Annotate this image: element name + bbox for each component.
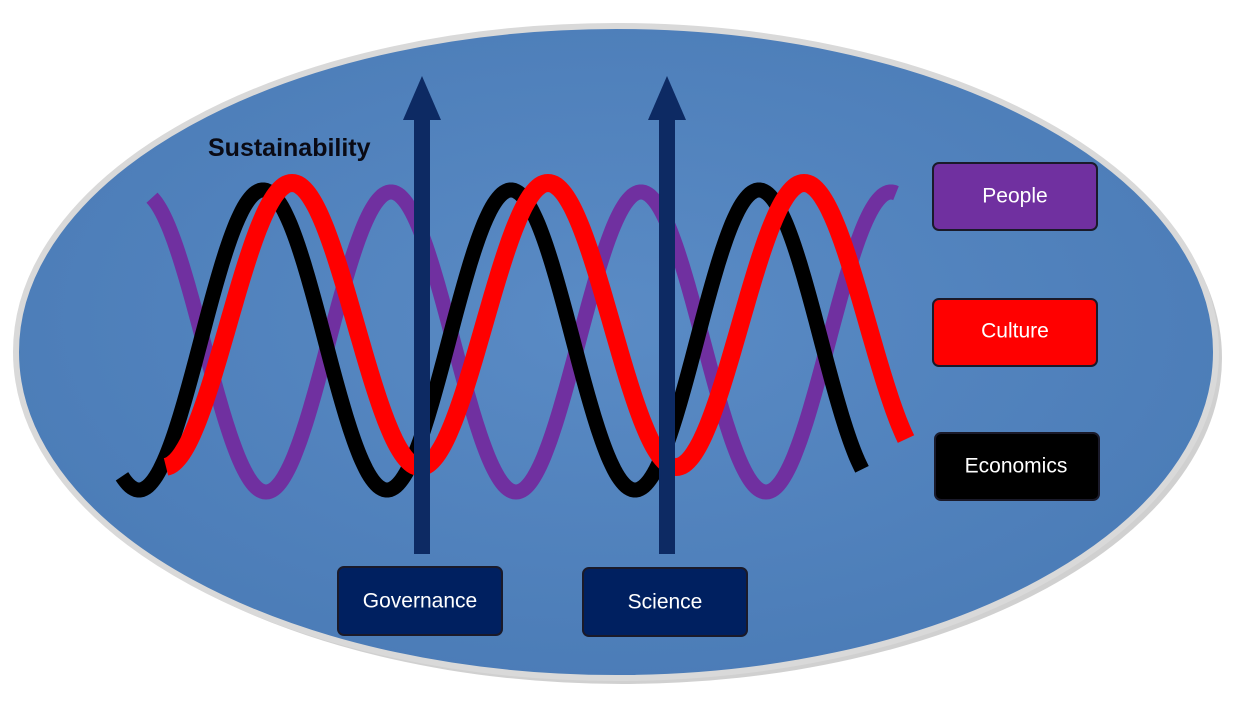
economics-wave — [115, 182, 869, 498]
legend-people: People — [932, 162, 1098, 231]
up-arrow-icon — [659, 118, 675, 554]
wave-group — [115, 173, 915, 500]
legend-culture-label: Culture — [981, 320, 1049, 343]
governance-arrow — [403, 76, 441, 554]
up-arrow-icon — [414, 118, 430, 554]
governance-box: Governance — [337, 566, 503, 636]
science-label: Science — [628, 591, 703, 614]
science-arrow — [648, 76, 686, 554]
legend-culture: Culture — [932, 298, 1098, 367]
legend-economics: Economics — [934, 432, 1100, 501]
title-sustainability: Sustainability — [208, 134, 371, 162]
science-box: Science — [582, 567, 748, 637]
up-arrow-icon — [403, 76, 441, 120]
legend-economics-label: Economics — [965, 455, 1068, 478]
culture-wave — [163, 173, 915, 477]
people-wave — [146, 184, 899, 500]
governance-label: Governance — [363, 590, 477, 613]
up-arrow-icon — [648, 76, 686, 120]
legend-people-label: People — [982, 185, 1047, 208]
